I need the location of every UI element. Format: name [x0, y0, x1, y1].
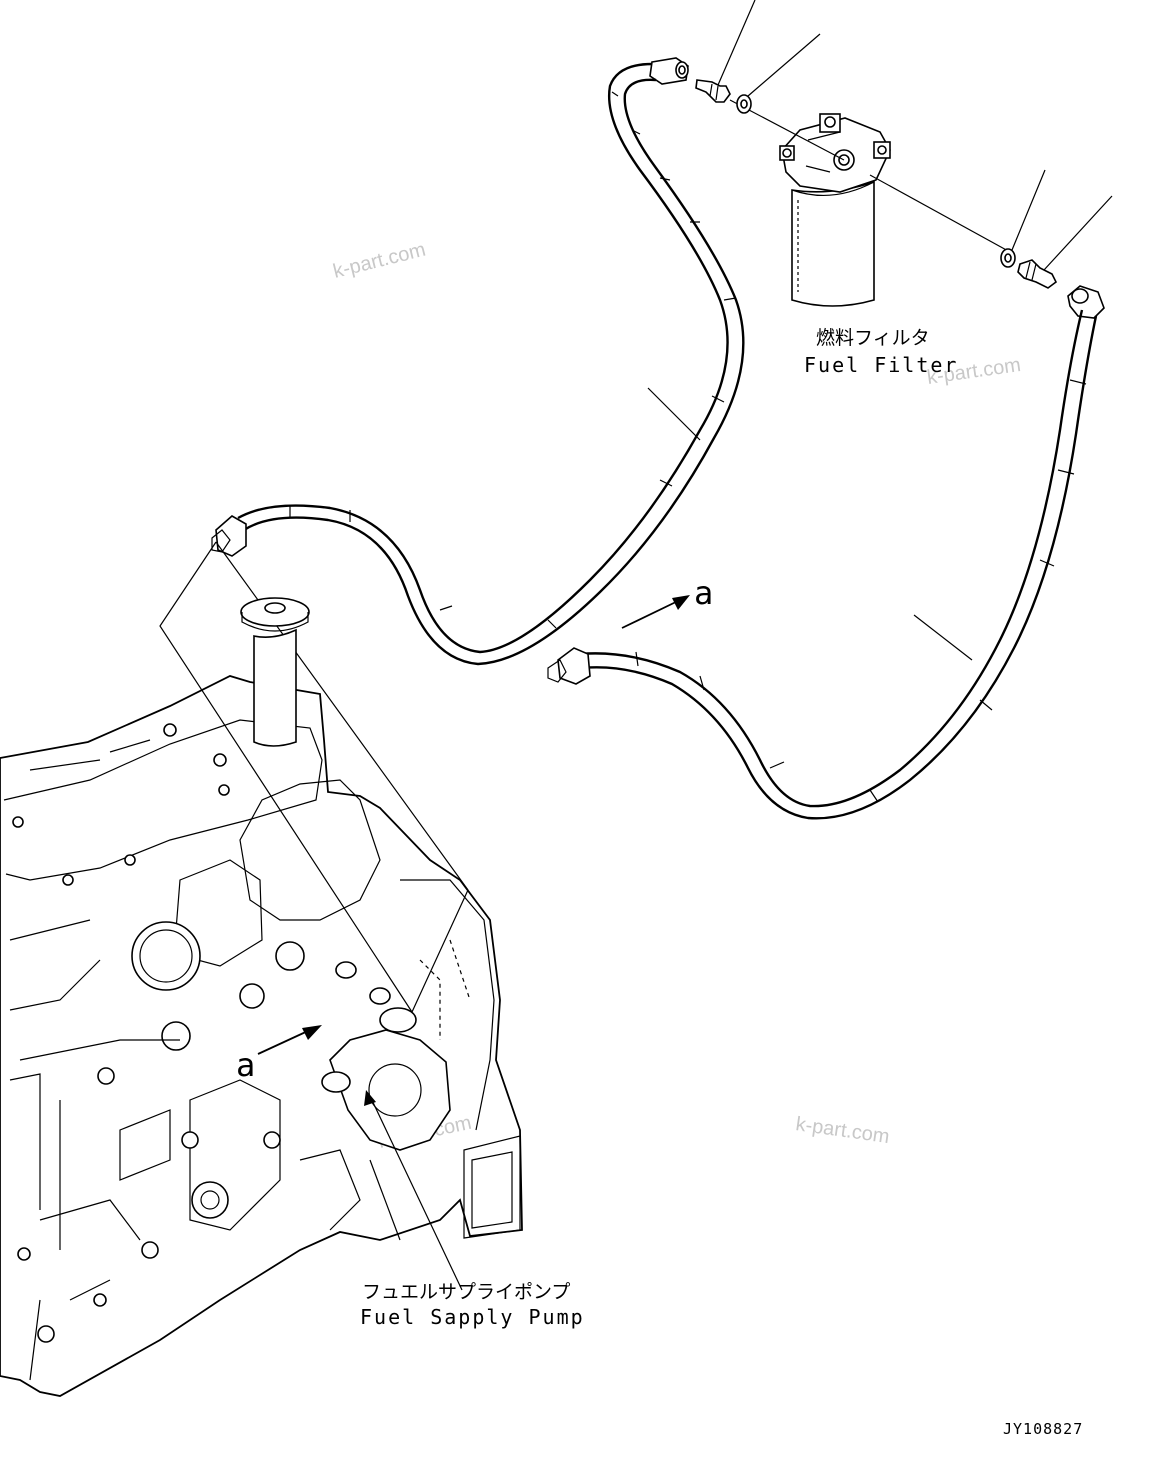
labels: 燃料フィルタ Fuel Filter フュエルサプライポンプ Fuel Sapp…	[360, 327, 1083, 1438]
view-a-label: a	[236, 1046, 255, 1084]
pump-label-en: Fuel Sapply Pump	[360, 1305, 585, 1329]
center-line-right	[869, 174, 1011, 253]
leader-line	[747, 33, 821, 97]
hose-end-connector	[557, 647, 591, 685]
watermark-text: k-part.com	[794, 1113, 891, 1148]
leader-line	[717, 0, 756, 86]
breather-pipe	[253, 628, 297, 747]
detail-callout-lines	[159, 541, 469, 1013]
view-a-arrow-top: a	[621, 574, 713, 629]
bolt	[163, 723, 177, 737]
engine-block	[0, 597, 523, 1397]
adapter-fitting	[695, 79, 731, 103]
leader-line	[1011, 169, 1046, 251]
gear-cover	[131, 921, 201, 991]
bolt	[12, 816, 24, 828]
watermark-text: k-part.com	[331, 239, 428, 283]
pump-label-jp: フュエルサプライポンプ	[362, 1281, 570, 1303]
adapter-fitting	[1017, 259, 1058, 289]
fuel-filter-label-en: Fuel Filter	[804, 353, 958, 377]
view-a-label: a	[694, 574, 713, 612]
supply-pump-body	[329, 1029, 451, 1151]
leader-line	[1043, 195, 1113, 271]
leader-line	[913, 614, 973, 661]
bolt	[218, 784, 230, 796]
left-fittings	[649, 0, 821, 114]
view-a-arrow-engine: a	[236, 1025, 322, 1084]
fuel-filter	[779, 113, 891, 307]
hose-from-filter	[547, 309, 1098, 820]
hose-to-filter	[211, 62, 745, 666]
bolt	[62, 874, 74, 886]
right-fittings	[1000, 169, 1113, 319]
filter-canister	[791, 180, 875, 307]
bolt	[213, 753, 227, 767]
drawing-number: JY108827	[1003, 1420, 1083, 1438]
hose-end-connector	[215, 515, 247, 557]
fuel-filter-label-jp: 燃料フィルタ	[816, 327, 930, 349]
bolt	[124, 854, 136, 866]
leader-line	[647, 387, 701, 441]
pump-leader	[364, 1090, 463, 1291]
